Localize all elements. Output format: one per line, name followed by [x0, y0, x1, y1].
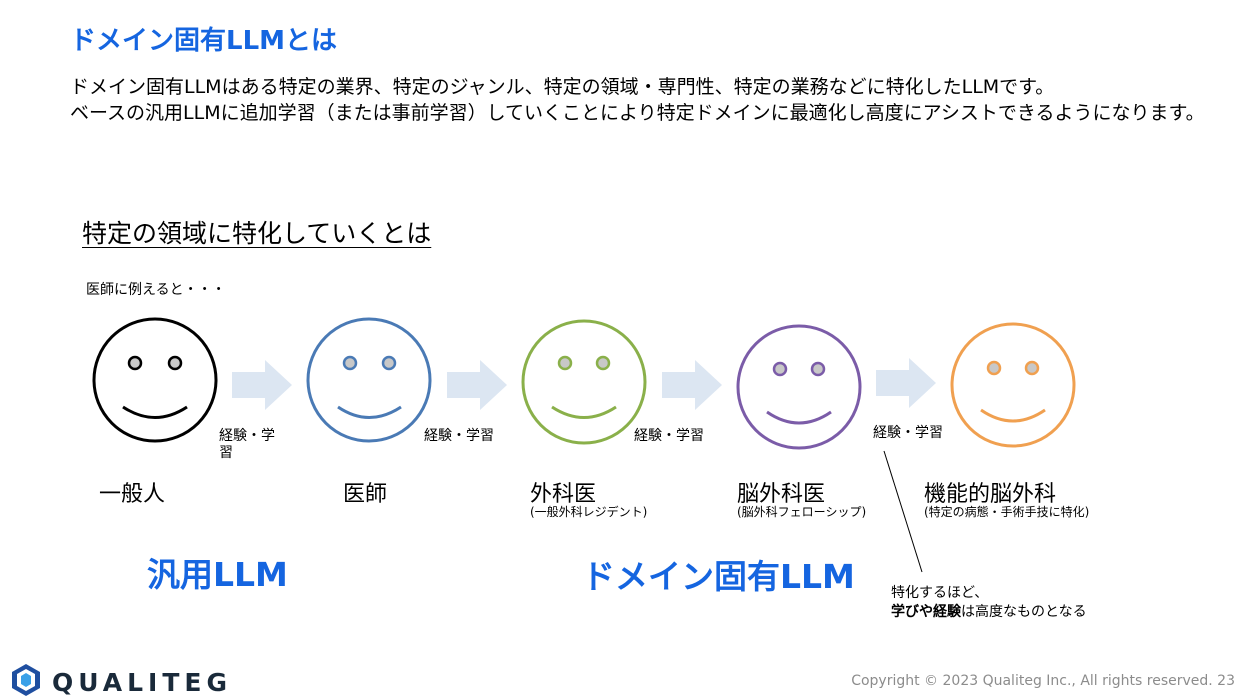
analogy-note: 医師に例えると・・・ [86, 282, 226, 298]
intro-text: ドメイン固有LLMはある特定の業界、特定のジャンル、特定の領域・専門性、特定の業… [70, 74, 1220, 126]
stage-label-general-person: 一般人 [99, 482, 166, 507]
edge-label-2: 経験・学習 [424, 428, 494, 444]
edge-label-1: 経験・学習 [219, 428, 275, 461]
arrow-right-icon [662, 360, 722, 410]
callout-line-2: 学びや経験は高度なものとなる [891, 603, 1087, 622]
group-label-general-llm: 汎用LLM [147, 555, 288, 594]
stage-sub-surgeon: (一般外科レジデント) [530, 505, 648, 519]
callout-line-1: 特化するほど、 [891, 585, 989, 601]
edge-label-4: 経験・学習 [873, 425, 943, 441]
company-logo-text: QUALITEG [52, 668, 233, 697]
stage-label-functional-neurosurgery: 機能的脳外科 [924, 482, 1057, 507]
face-icon-doctor [306, 317, 432, 443]
qualiteg-logo-icon [12, 664, 40, 696]
callout-rest-text: は高度なものとなる [961, 604, 1087, 620]
group-label-domain-llm: ドメイン固有LLM [582, 557, 855, 596]
stage-label-doctor: 医師 [343, 482, 388, 507]
face-icon-functional-neurosurgery [950, 322, 1076, 448]
callout-line [883, 450, 923, 573]
edge-label-3: 経験・学習 [634, 428, 704, 444]
intro-line-1: ドメイン固有LLMはある特定の業界、特定のジャンル、特定の領域・専門性、特定の業… [70, 76, 1055, 98]
stage-sub-functional-neurosurgery: (特定の病態・手術手技に特化) [924, 505, 1090, 519]
stage-sub-neurosurgeon: (脳外科フェローシップ) [737, 505, 867, 519]
arrow-right-icon [447, 360, 507, 410]
face-icon-general-person [92, 317, 218, 443]
stage-label-neurosurgeon: 脳外科医 [737, 482, 826, 507]
copyright-text: Copyright © 2023 Qualiteg Inc., All righ… [851, 673, 1235, 689]
face-icon-surgeon [521, 319, 647, 445]
arrow-right-icon [876, 358, 936, 408]
section-subtitle: 特定の領域に特化していくとは [82, 219, 432, 248]
specialization-callout: 特化するほど、 学びや経験は高度なものとなる [891, 584, 1087, 622]
arrow-right-icon [232, 360, 292, 410]
intro-line-2: ベースの汎用LLMに追加学習（または事前学習）していくことにより特定ドメインに最… [70, 102, 1205, 124]
stage-label-surgeon: 外科医 [530, 482, 597, 507]
page-title: ドメイン固有LLMとは [70, 26, 338, 56]
callout-bold-text: 学びや経験 [891, 604, 961, 620]
face-icon-neurosurgeon [736, 324, 862, 450]
